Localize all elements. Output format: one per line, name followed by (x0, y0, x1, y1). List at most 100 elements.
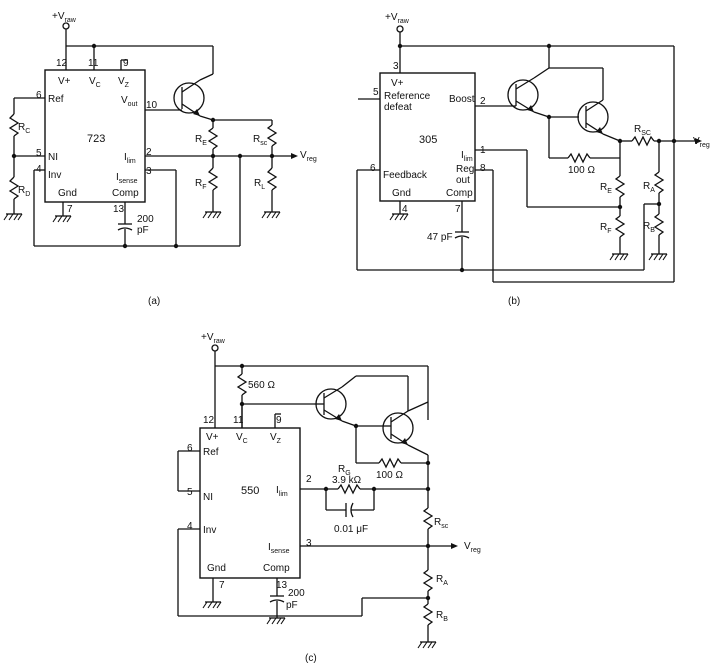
caption-a: (a) (148, 296, 160, 307)
svg-text:9: 9 (123, 58, 129, 69)
svg-text:out: out (456, 175, 470, 186)
vraw-label-b: +Vraw (385, 12, 410, 25)
circuit-a: +Vraw 723 12 11 9 6 5 4 7 13 10 2 3 V+ V… (3, 11, 317, 307)
svg-text:Gnd: Gnd (58, 188, 77, 199)
vraw-label-a: +Vraw (52, 11, 77, 24)
svg-text:RG: RG (338, 464, 351, 477)
svg-text:RL: RL (254, 178, 265, 191)
svg-text:5: 5 (187, 487, 193, 498)
svg-text:RA: RA (643, 181, 655, 194)
svg-text:100 Ω: 100 Ω (376, 470, 403, 481)
svg-text:RSC: RSC (634, 124, 651, 137)
caption-b: (b) (508, 296, 520, 307)
transistor-b1 (507, 79, 539, 111)
svg-text:4: 4 (187, 521, 193, 532)
svg-text:4: 4 (402, 204, 408, 215)
svg-text:200: 200 (288, 588, 305, 599)
svg-text:Ilim: Ilim (276, 485, 288, 498)
svg-text:pF: pF (286, 600, 298, 611)
ic-550-label: 550 (241, 485, 259, 497)
svg-text:pF: pF (137, 225, 149, 236)
caption-c: (c) (305, 653, 317, 664)
svg-text:7: 7 (455, 204, 461, 215)
svg-text:Ilim: Ilim (461, 150, 473, 163)
svg-text:Gnd: Gnd (392, 188, 411, 199)
vreg-label-b: Vreg (693, 136, 710, 149)
svg-text:100 Ω: 100 Ω (568, 165, 595, 176)
vreg-label-c: Vreg (464, 541, 481, 554)
svg-text:V+: V+ (58, 76, 71, 87)
svg-text:RB: RB (436, 610, 448, 623)
svg-text:0.01 μF: 0.01 μF (334, 524, 368, 535)
svg-text:RB: RB (643, 221, 655, 234)
svg-text:560 Ω: 560 Ω (248, 380, 275, 391)
svg-text:13: 13 (276, 580, 288, 591)
svg-text:Reg: Reg (456, 164, 474, 175)
svg-text:8: 8 (480, 163, 486, 174)
svg-text:VC: VC (89, 76, 101, 89)
ic-723 (44, 69, 146, 203)
svg-text:Inv: Inv (48, 170, 61, 181)
ic-550 (199, 427, 301, 579)
svg-text:Comp: Comp (112, 188, 139, 199)
vraw-label-c: +Vraw (201, 332, 226, 345)
svg-text:RF: RF (195, 178, 207, 191)
svg-text:Reference: Reference (384, 91, 431, 102)
svg-text:2: 2 (146, 147, 152, 158)
circuit-c: +Vraw 560 Ω 550 12 11 9 6 5 4 7 13 2 3 V… (177, 332, 481, 664)
svg-text:V+: V+ (206, 432, 219, 443)
svg-text:6: 6 (187, 443, 193, 454)
ic-305 (379, 72, 476, 202)
svg-text:12: 12 (56, 58, 68, 69)
svg-text:Vout: Vout (121, 95, 137, 108)
svg-text:5: 5 (36, 148, 42, 159)
svg-text:NI: NI (203, 492, 213, 503)
svg-text:Rsc: Rsc (253, 134, 268, 147)
svg-text:NI: NI (48, 152, 58, 163)
vraw-terminal-b (396, 25, 404, 33)
svg-text:200: 200 (137, 214, 154, 225)
svg-text:Feedback: Feedback (383, 170, 428, 181)
svg-text:2: 2 (306, 474, 312, 485)
svg-text:RE: RE (600, 182, 612, 195)
vraw-terminal-c (211, 344, 219, 352)
svg-text:3: 3 (146, 166, 152, 177)
svg-text:RF: RF (600, 222, 612, 235)
transistor-b2 (577, 101, 609, 133)
svg-text:Rsc: Rsc (434, 517, 449, 530)
svg-text:2: 2 (480, 96, 486, 107)
svg-text:VZ: VZ (270, 432, 282, 445)
ic-723-label: 723 (87, 133, 105, 145)
svg-text:5: 5 (373, 87, 379, 98)
svg-text:RA: RA (436, 574, 448, 587)
svg-text:Inv: Inv (203, 525, 216, 536)
svg-text:RC: RC (18, 122, 30, 135)
transistor-c2 (382, 412, 414, 444)
svg-text:Comp: Comp (446, 188, 473, 199)
svg-text:6: 6 (36, 90, 42, 101)
svg-text:3: 3 (306, 538, 312, 549)
circuit-b: +Vraw 305 3 5 2 1 8 6 4 7 V+ Reference d… (356, 12, 710, 307)
svg-text:11: 11 (88, 58, 99, 69)
svg-text:Ref: Ref (48, 94, 64, 105)
svg-text:7: 7 (67, 204, 73, 215)
svg-text:7: 7 (219, 580, 225, 591)
svg-text:12: 12 (203, 415, 215, 426)
svg-text:Isense: Isense (116, 172, 138, 185)
svg-text:13: 13 (113, 204, 125, 215)
svg-text:Gnd: Gnd (207, 563, 226, 574)
svg-text:6: 6 (370, 163, 376, 174)
svg-text:Comp: Comp (263, 563, 290, 574)
transistor-a (173, 82, 205, 114)
svg-text:Boost: Boost (449, 94, 475, 105)
svg-text:11: 11 (233, 415, 244, 426)
svg-text:defeat: defeat (384, 102, 412, 113)
ic-305-label: 305 (419, 134, 437, 146)
vreg-label-a: Vreg (300, 150, 317, 163)
svg-text:RD: RD (18, 185, 30, 198)
svg-text:10: 10 (146, 100, 158, 111)
svg-text:Ref: Ref (203, 447, 219, 458)
svg-text:9: 9 (276, 415, 282, 426)
svg-text:VZ: VZ (118, 76, 130, 89)
